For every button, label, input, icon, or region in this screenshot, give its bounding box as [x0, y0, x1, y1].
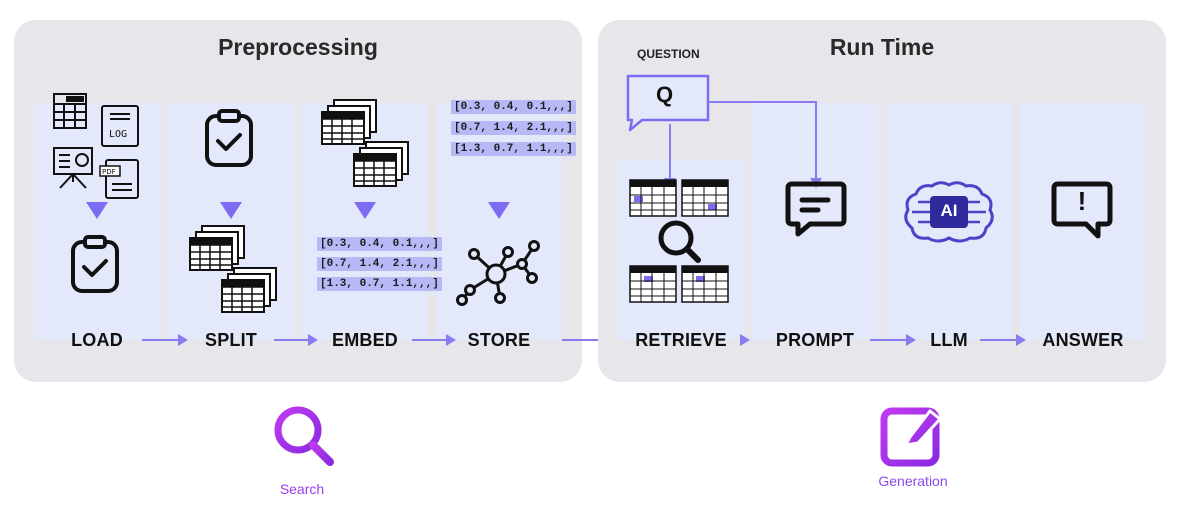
step-retrieve: RETRIEVE	[635, 330, 727, 350]
vector-row: [0.7, 1.4, 2.1,,,]	[451, 121, 576, 135]
clipboard-check-icon	[205, 109, 253, 167]
magnifier-icon	[274, 406, 334, 466]
flow-arrow	[142, 334, 188, 346]
step-embed: EMBED	[331, 330, 398, 350]
data-tables-icon	[189, 225, 277, 313]
flow-arrow	[980, 334, 1026, 346]
documents-icon: LOG PDF	[53, 93, 139, 199]
step-load: LOAD	[71, 330, 123, 350]
runtime-panel: Run Time QUESTION Q	[598, 20, 1166, 382]
pdf-text: PDF	[102, 168, 116, 176]
step-split: SPLIT	[204, 330, 257, 350]
down-arrow	[220, 202, 242, 219]
step-store: STORE	[467, 330, 531, 350]
down-arrow	[488, 202, 510, 219]
question-label: QUESTION	[637, 47, 700, 61]
runtime-title: Run Time	[829, 34, 935, 60]
answer-mark: !	[1077, 186, 1087, 216]
preprocessing-title: Preprocessing	[218, 34, 378, 60]
question-bubble-icon	[626, 74, 710, 132]
flow-arrow	[740, 334, 750, 346]
down-arrow	[86, 202, 108, 219]
ai-badge: AI	[940, 201, 958, 220]
vector-row: [0.7, 1.4, 2.1,,,]	[317, 257, 442, 271]
step-prompt: PROMPT	[775, 330, 855, 350]
clipboard-check-icon	[71, 235, 119, 293]
data-tables-icon	[321, 99, 409, 187]
vector-database-icon	[456, 240, 540, 306]
flow-arrow	[274, 334, 318, 346]
step-answer: ANSWER	[1042, 330, 1124, 350]
flow-arrow	[412, 334, 456, 346]
question-letter: Q	[656, 82, 674, 107]
question-connectors	[664, 101, 822, 188]
vector-row: [1.3, 0.7, 1.1,,,]	[451, 142, 576, 156]
vector-row: [0.3, 0.4, 0.1,,,]	[451, 100, 576, 114]
vector-row: [0.3, 0.4, 0.1,,,]	[317, 237, 442, 251]
flow-arrow	[870, 334, 916, 346]
chat-prompt-icon	[785, 181, 847, 237]
answer-alert-icon	[1051, 181, 1113, 239]
edit-square-icon	[880, 407, 942, 467]
ai-brain-icon	[904, 181, 994, 243]
log-text: LOG	[109, 129, 127, 140]
generation-label: Generation	[878, 473, 948, 489]
preprocessing-panel: Preprocessing LOG PDF	[14, 20, 582, 382]
step-llm: LLM	[930, 330, 968, 350]
vector-row: [1.3, 0.7, 1.1,,,]	[317, 277, 442, 291]
retrieve-search-icon	[629, 179, 729, 303]
search-label: Search	[279, 481, 325, 497]
down-arrow	[354, 202, 376, 219]
